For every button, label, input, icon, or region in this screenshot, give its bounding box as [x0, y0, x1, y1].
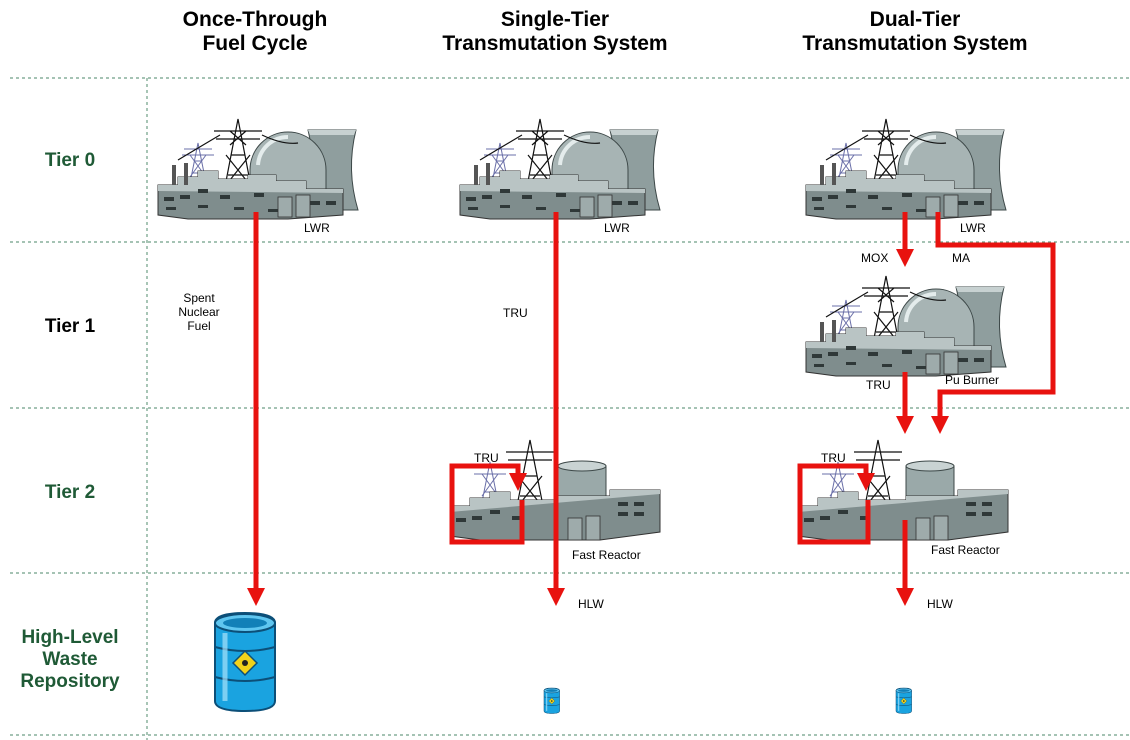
lwr-plant-dual-tier-icon	[804, 117, 1008, 221]
lwr-label-once-through: LWR	[304, 221, 330, 235]
grid-lines	[10, 77, 1130, 740]
tru-label-single-tier: TRU	[503, 306, 528, 320]
fast-reactor-label-dual-tier: Fast Reactor	[931, 543, 1000, 557]
lwr-plant-once-through-icon	[156, 117, 360, 221]
flow-arrows	[247, 212, 1056, 606]
lwr-label-dual-tier: LWR	[960, 221, 986, 235]
repository-label: High-Level Waste Repository	[20, 627, 120, 692]
tier0-label: Tier 0	[44, 150, 96, 171]
small-waste-barrel-single-tier-icon	[543, 687, 561, 715]
tru-label-dual-tier: TRU	[866, 378, 891, 392]
pu-burner-label: Pu Burner	[945, 373, 1000, 387]
dual-tier-title: Dual-Tier Transmutation System	[802, 8, 1028, 55]
lwr-label-single-tier: LWR	[604, 221, 630, 235]
tru-recycle-label-dual-tier: TRU	[821, 451, 846, 465]
hlw-label-dual-tier: HLW	[927, 597, 953, 611]
pu-burner-plant-icon	[804, 274, 1008, 378]
small-waste-barrel-dual-tier-icon	[895, 687, 913, 715]
spent-nuclear-fuel-label: Spent Nuclear Fuel	[178, 291, 220, 333]
fast-reactor-label-single-tier: Fast Reactor	[572, 548, 641, 562]
lwr-plant-single-tier-icon	[458, 117, 662, 221]
tier2-label: Tier 2	[44, 482, 96, 503]
once-through-title: Once-Through Fuel Cycle	[182, 8, 328, 55]
tru-recycle-label-single-tier: TRU	[474, 451, 499, 465]
ma-label: MA	[952, 251, 970, 265]
column-header-dual-tier: Dual-Tier Transmutation System	[770, 8, 1060, 56]
single-tier-title: Single-Tier Transmutation System	[442, 8, 668, 55]
column-header-single-tier: Single-Tier Transmutation System	[410, 8, 700, 56]
tier1-label: Tier 1	[44, 316, 96, 337]
mox-label: MOX	[861, 251, 889, 265]
hlw-label-single-tier: HLW	[578, 597, 604, 611]
column-header-once-through: Once-Through Fuel Cycle	[160, 8, 350, 56]
large-waste-barrel-icon	[215, 613, 275, 711]
